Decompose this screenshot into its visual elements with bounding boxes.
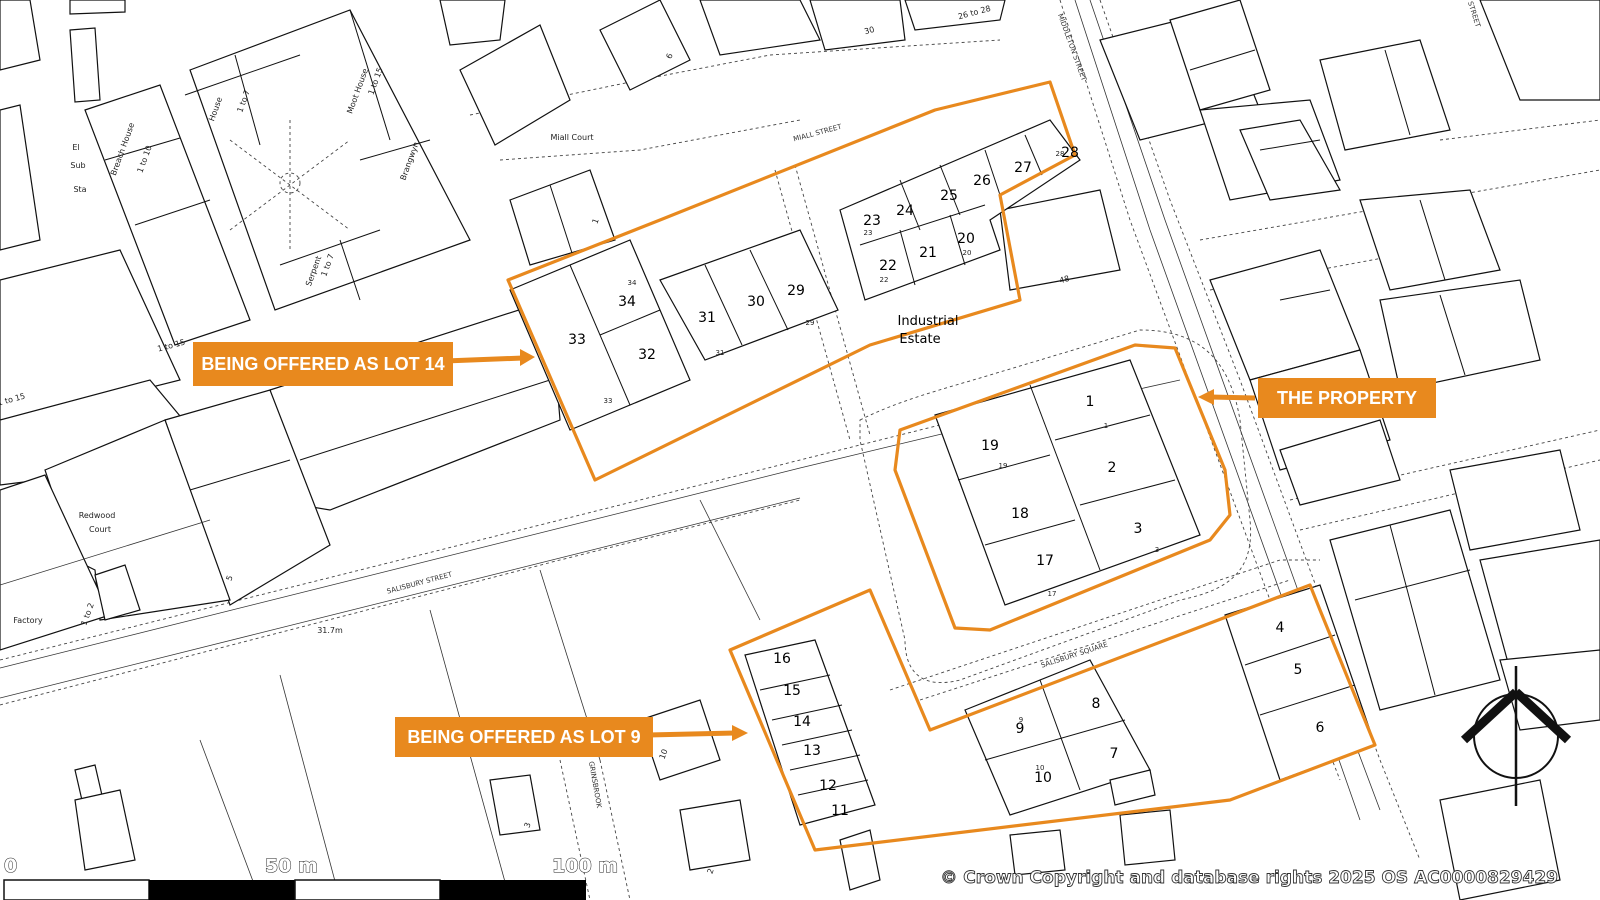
svg-text:SALISBURY STREET: SALISBURY STREET bbox=[386, 570, 454, 595]
industrial-estate-label-2: Estate bbox=[899, 332, 940, 347]
svg-text:Court: Court bbox=[89, 525, 111, 534]
callout-arrows bbox=[444, 349, 1256, 741]
unit-18: 18 bbox=[1011, 506, 1029, 522]
svg-text:10: 10 bbox=[658, 748, 670, 761]
unit-21: 21 bbox=[919, 245, 937, 261]
unit-28: 28 bbox=[1061, 145, 1079, 161]
unit-1: 1 bbox=[1086, 394, 1095, 410]
svg-text:1: 1 bbox=[591, 217, 601, 225]
boundaries bbox=[506, 80, 1377, 852]
unit-14: 14 bbox=[793, 714, 811, 730]
unit-7: 7 bbox=[1110, 746, 1119, 762]
svg-text:33: 33 bbox=[604, 397, 613, 405]
unit-16: 16 bbox=[773, 651, 791, 667]
svg-text:1: 1 bbox=[1104, 422, 1108, 430]
svg-text:9: 9 bbox=[1019, 716, 1023, 724]
unit-3: 3 bbox=[1134, 521, 1143, 537]
unit-15: 15 bbox=[783, 683, 801, 699]
svg-text:19: 19 bbox=[999, 462, 1008, 470]
unit-22: 22 bbox=[879, 258, 897, 274]
unit-8: 8 bbox=[1092, 696, 1101, 712]
svg-text:El: El bbox=[72, 143, 79, 152]
svg-text:34: 34 bbox=[628, 279, 637, 287]
unit-20: 20 bbox=[957, 231, 975, 247]
property-boundary bbox=[893, 343, 1232, 632]
unit-34: 34 bbox=[618, 294, 636, 310]
unit-9: 9 bbox=[1016, 721, 1025, 737]
svg-text:2: 2 bbox=[706, 867, 716, 875]
lot9-boundary bbox=[728, 583, 1377, 852]
svg-text:GRINSBROOK: GRINSBROOK bbox=[587, 761, 603, 809]
north-arrow-icon bbox=[1460, 666, 1572, 806]
scale-label-100: 100 m bbox=[552, 855, 618, 877]
svg-text:MIALL STREET: MIALL STREET bbox=[792, 123, 843, 144]
svg-text:Miall Court: Miall Court bbox=[551, 133, 594, 142]
svg-text:5: 5 bbox=[225, 574, 235, 582]
unit-30: 30 bbox=[747, 294, 765, 310]
unit-27: 27 bbox=[1014, 160, 1032, 176]
svg-text:23: 23 bbox=[864, 229, 873, 237]
svg-text:MIDDLETON STREET: MIDDLETON STREET bbox=[1056, 13, 1088, 83]
unit-12: 12 bbox=[819, 778, 837, 794]
svg-text:Redwood: Redwood bbox=[79, 511, 116, 520]
svg-text:Factory: Factory bbox=[13, 616, 42, 625]
unit-11: 11 bbox=[831, 803, 849, 819]
unit-26: 26 bbox=[973, 173, 991, 189]
unit-33: 33 bbox=[568, 332, 586, 348]
unit-13: 13 bbox=[803, 743, 821, 759]
south-east-buildings bbox=[964, 584, 1376, 816]
lot14-boundary bbox=[506, 80, 1077, 482]
unit-5: 5 bbox=[1294, 662, 1303, 678]
svg-text:3: 3 bbox=[1155, 546, 1159, 554]
svg-text:31.7m: 31.7m bbox=[317, 626, 343, 635]
svg-text:3: 3 bbox=[523, 821, 533, 829]
unit-4: 4 bbox=[1276, 620, 1285, 636]
north-block-buildings bbox=[839, 119, 1081, 301]
svg-text:10: 10 bbox=[1036, 764, 1045, 772]
svg-text:17: 17 bbox=[1048, 590, 1057, 598]
unit-25: 25 bbox=[940, 188, 958, 204]
scale-bar: 0 50 m 100 m bbox=[3, 855, 619, 900]
lot14-buildings bbox=[509, 229, 839, 431]
unit-32: 32 bbox=[638, 347, 656, 363]
svg-text:Sta: Sta bbox=[73, 185, 86, 194]
svg-text:30: 30 bbox=[863, 25, 875, 36]
unit-17: 17 bbox=[1036, 553, 1054, 569]
unit-23: 23 bbox=[863, 213, 881, 229]
svg-text:31: 31 bbox=[716, 349, 725, 357]
unit-6: 6 bbox=[1316, 720, 1325, 736]
unit-19: 19 bbox=[981, 438, 999, 454]
scale-label-0: 0 bbox=[4, 855, 17, 877]
svg-text:22: 22 bbox=[880, 276, 889, 284]
small-unit-numbers: 19 17 3 1 20 22 23 28 29 31 33 34 9 10 bbox=[604, 150, 1160, 772]
property-callout: THE PROPERTY bbox=[1258, 378, 1436, 418]
copyright-notice: © Crown Copyright and database rights 20… bbox=[940, 868, 1559, 889]
unit-2: 2 bbox=[1108, 460, 1117, 476]
svg-text:48: 48 bbox=[1058, 274, 1070, 285]
unit-31: 31 bbox=[698, 310, 716, 326]
svg-text:Sub: Sub bbox=[70, 161, 85, 170]
unit-24: 24 bbox=[896, 203, 914, 219]
svg-text:29: 29 bbox=[806, 319, 815, 327]
lot14-callout: BEING OFFERED AS LOT 14 bbox=[193, 342, 453, 386]
industrial-estate-label-1: Industrial bbox=[898, 314, 959, 329]
unit-10: 10 bbox=[1034, 770, 1052, 786]
unit-29: 29 bbox=[787, 283, 805, 299]
svg-text:6: 6 bbox=[665, 52, 675, 60]
scale-label-50: 50 m bbox=[265, 855, 318, 877]
east-buildings bbox=[999, 0, 1600, 900]
svg-text:STREET: STREET bbox=[1466, 0, 1482, 29]
unit-labels: 1 2 3 4 5 6 7 8 9 10 11 12 13 14 15 16 1… bbox=[568, 145, 1324, 819]
property-buildings bbox=[934, 359, 1201, 606]
svg-text:20: 20 bbox=[963, 249, 972, 257]
svg-text:28: 28 bbox=[1056, 150, 1065, 158]
lot9-callout: BEING OFFERED AS LOT 9 bbox=[395, 717, 653, 757]
surrounding-buildings bbox=[0, 0, 1176, 900]
